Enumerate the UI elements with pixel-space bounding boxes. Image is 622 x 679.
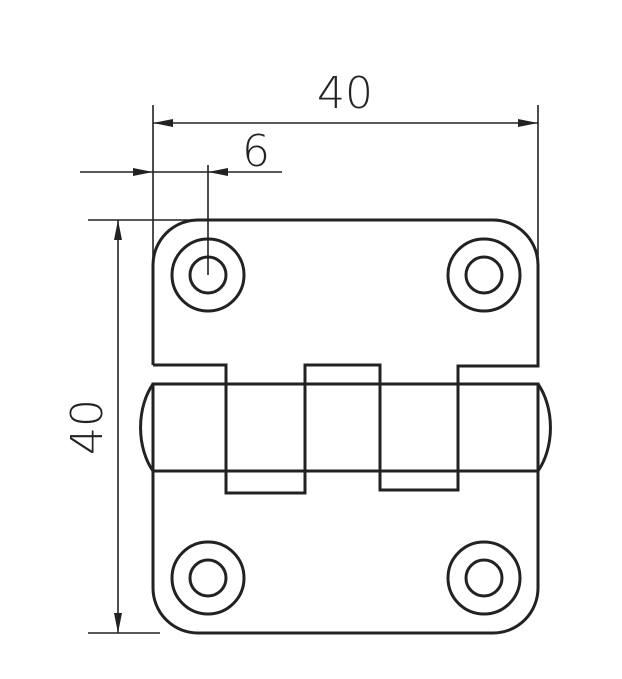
barrel-end-left bbox=[139, 383, 155, 472]
knuckle-barrel bbox=[151, 382, 540, 473]
mounting-hole-bottom-left bbox=[170, 540, 246, 616]
lower-leaf bbox=[151, 471, 540, 635]
barrel-end-right bbox=[536, 383, 552, 472]
width-dimension-label: 40 bbox=[317, 68, 373, 119]
knuckle-segments bbox=[224, 384, 460, 495]
mounting-hole-top-right bbox=[446, 237, 522, 313]
extension-lines bbox=[88, 105, 539, 634]
offset-dimension-label: 6 bbox=[242, 126, 270, 177]
height-dimension-label: 40 bbox=[62, 399, 113, 455]
upper-leaf bbox=[151, 218, 540, 384]
mounting-hole-bottom-right bbox=[446, 540, 522, 616]
